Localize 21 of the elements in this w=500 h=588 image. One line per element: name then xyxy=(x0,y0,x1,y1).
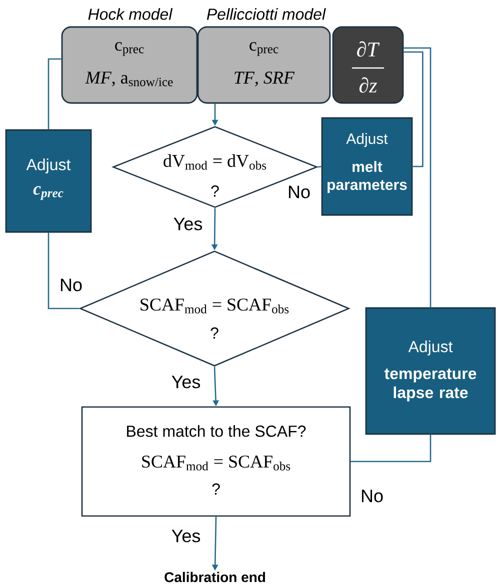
action-box: Adjust melt parameters xyxy=(321,117,413,216)
edge-label: Yes xyxy=(172,216,204,232)
box-heading: Pellicciotti model xyxy=(206,8,326,20)
connector-line xyxy=(350,434,432,462)
edge-label: No xyxy=(360,488,384,504)
end-label: Calibration end xyxy=(164,572,266,582)
model-box: c$_{prec}$ MF, a$_{snow/ice}$ xyxy=(61,26,198,104)
connector-line xyxy=(318,166,322,168)
connector-line xyxy=(48,232,80,310)
action-box: Adjust c$_{prec}$ xyxy=(5,129,92,233)
model-box: c$_{prec}$ TF, SRF xyxy=(197,26,331,104)
formula-box: ∂T ∂z xyxy=(332,26,404,104)
action-box: Adjust temperature lapse rate xyxy=(365,307,496,435)
edge-label: Yes xyxy=(170,374,202,390)
edge-label: No xyxy=(286,184,312,200)
connector-line xyxy=(404,51,424,168)
connector-line xyxy=(48,58,62,130)
edge-label: Yes xyxy=(170,528,202,544)
decision-box: Best match to the SCAF? SCAF$_{mod}$ = SCAF$_{obs}$ ? xyxy=(81,406,351,517)
box-heading: Hock model xyxy=(88,8,173,20)
connector-line xyxy=(404,47,432,308)
